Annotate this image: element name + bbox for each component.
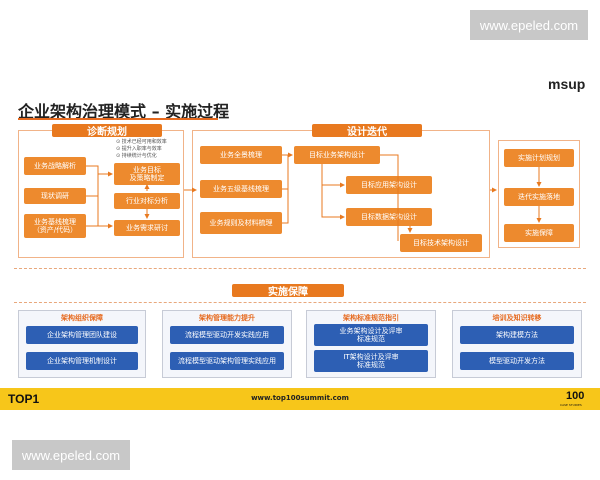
impl-step: 实施保障 xyxy=(504,224,574,242)
support-item: 架构建模方法 xyxy=(460,326,574,344)
diagnosis-output: 业务目标 及策略制定 xyxy=(114,163,180,185)
design-left-step: 业务规则及材料梳理 xyxy=(200,212,282,234)
diagnosis-header: 诊断规划 xyxy=(52,124,162,138)
top1-logo: TOP1 xyxy=(8,392,40,406)
diagnosis-output: 业务需求研讨 xyxy=(114,220,180,236)
separator xyxy=(14,302,586,303)
design-left-step: 业务全景梳理 xyxy=(200,146,282,164)
separator xyxy=(14,268,586,269)
support-item: 企业架构管理机制设计 xyxy=(26,352,138,370)
design-chain-step: 目标技术架构设计 xyxy=(400,234,482,252)
diagnosis-input: 业务战略解析 xyxy=(24,157,86,175)
slide-title: 企业架构治理模式 – 实施过程 xyxy=(18,102,230,121)
design-header: 设计迭代 xyxy=(312,124,422,138)
design-chain-step: 目标业务架构设计 xyxy=(294,146,380,164)
diagnosis-input: 业务基线梳理 （资产/代码） xyxy=(24,214,86,238)
footer-band xyxy=(0,388,600,410)
support-column-title: 培训及知识转移 xyxy=(492,314,542,322)
support-item: 业务架构设计及评审 标准规范 xyxy=(314,324,428,346)
diagnosis-note: ⊙ 持续统计与优化 xyxy=(116,153,157,159)
diagnosis-note: ⊙ 技术已经可用和效率 xyxy=(116,139,167,145)
title-underline xyxy=(18,118,218,120)
support-item: 模型驱动开发方法 xyxy=(460,352,574,370)
watermark-top: www.epeled.com xyxy=(470,10,588,40)
diagnosis-output: 行业对标分析 xyxy=(114,193,180,209)
support-column-title: 架构组织保障 xyxy=(61,314,103,322)
support-column-title: 架构管理能力提升 xyxy=(199,314,255,322)
impl-step: 实施计划规划 xyxy=(504,149,574,167)
watermark-bottom: www.epeled.com xyxy=(12,440,130,470)
design-chain-step: 目标应用架构设计 xyxy=(346,176,432,194)
brand-logo: msup xyxy=(548,76,586,92)
support-item: 流程模型驱动架构管理实践应用 xyxy=(170,352,284,370)
top100-logo: 100 xyxy=(566,390,585,402)
support-item: 企业架构管理团队建设 xyxy=(26,326,138,344)
support-header: 实施保障 xyxy=(232,284,344,298)
top100-subtext: CASE STUDIES xyxy=(560,403,582,407)
support-item: IT架构设计及评审 标准规范 xyxy=(314,350,428,372)
design-left-step: 业务五级基线梳理 xyxy=(200,180,282,198)
diagnosis-input: 现状调研 xyxy=(24,188,86,204)
support-item: 流程模型驱动开发实践应用 xyxy=(170,326,284,344)
diagnosis-note: ⊙ 提升入职率与效率 xyxy=(116,146,162,152)
footer-url: www.top100summit.com xyxy=(251,394,349,402)
design-chain-step: 目标数据架构设计 xyxy=(346,208,432,226)
support-column-title: 架构标准规范指引 xyxy=(343,314,399,322)
impl-step: 迭代实施落地 xyxy=(504,188,574,206)
